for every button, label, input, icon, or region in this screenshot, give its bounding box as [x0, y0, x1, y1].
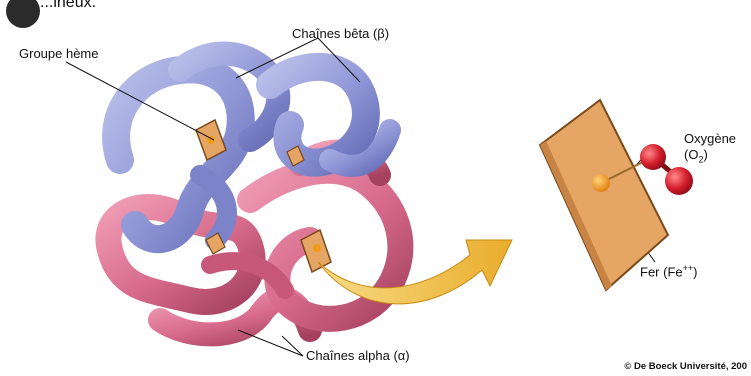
beta-chains-label: Chaînes bêta (β) [292, 26, 389, 42]
iron-atom [592, 174, 610, 192]
iron-charge-superscript: ++ [683, 263, 694, 273]
iron-label-close: ) [693, 264, 697, 279]
oxygen-atom-2 [665, 167, 693, 195]
oxygen-formula-open: (O [684, 147, 698, 162]
oxygen-label-line1: Oxygène [684, 131, 736, 147]
copyright-notice: © De Boeck Université, 200 [624, 361, 747, 372]
iron-label-text: Fer (Fe [640, 264, 683, 279]
oxygen-formula-close: ) [703, 147, 707, 162]
enlarged-heme [540, 100, 668, 290]
oxygen-label-line2: (O2) [684, 147, 736, 165]
cropped-header-text: ...ineux. [40, 0, 96, 12]
oxygen-label: Oxygène (O2) [684, 131, 736, 165]
heme-group-label: Groupe hème [19, 46, 99, 62]
iron-label: Fer (Fe++) [640, 263, 697, 280]
alpha-chains-label: Chaînes alpha (α) [306, 348, 410, 364]
zoom-arrow [318, 240, 512, 304]
oxygen-atom-1 [640, 144, 666, 170]
